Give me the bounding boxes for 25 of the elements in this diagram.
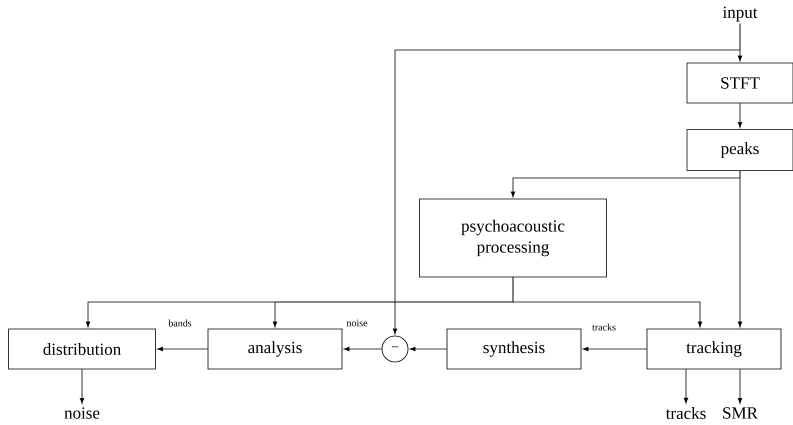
process-box: analysis — [208, 328, 342, 370]
process-box: synthesis — [446, 328, 582, 370]
edge-label: tracks — [591, 322, 617, 332]
arrow — [80, 369, 84, 404]
arrow — [410, 346, 447, 352]
signal-label: input — [722, 6, 758, 22]
process-box: peaks — [686, 129, 793, 171]
arrow — [738, 103, 742, 128]
signal-label: noise — [64, 407, 100, 419]
signal-label: tracks — [666, 407, 706, 419]
arrow — [512, 277, 702, 328]
arrow — [738, 170, 742, 328]
arrow — [582, 346, 647, 352]
arrow — [392, 23, 740, 334]
process-box: STFT — [686, 62, 793, 104]
arrow — [157, 346, 208, 352]
arrow — [738, 369, 742, 404]
process-box: tracking — [646, 328, 782, 370]
process-box: psychoacoustic processing — [419, 198, 607, 278]
arrow — [684, 369, 688, 404]
arrow — [344, 346, 382, 352]
edge-label: bands — [167, 318, 193, 328]
edge-label: noise — [345, 318, 369, 328]
signal-label: SMR — [723, 407, 758, 419]
process-box: distribution — [8, 328, 156, 370]
